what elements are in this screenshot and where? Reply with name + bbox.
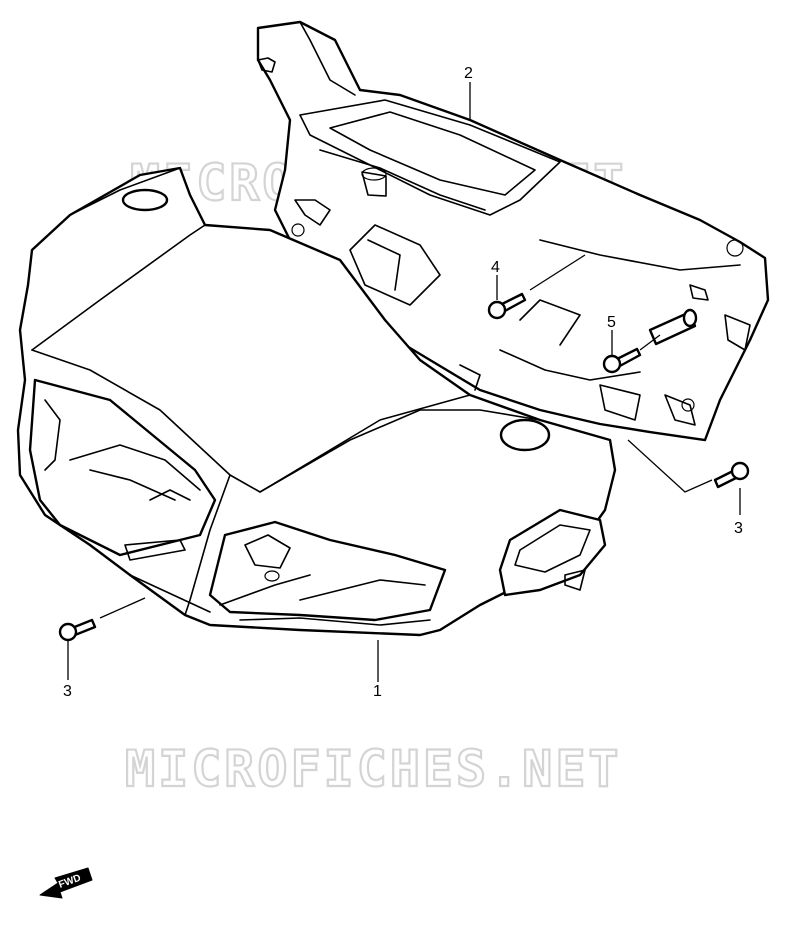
screw-3-right xyxy=(713,461,750,489)
callout-5: 5 xyxy=(607,314,616,331)
fwd-arrow-icon: FWD xyxy=(39,867,93,899)
callout-3-left: 3 xyxy=(63,683,72,700)
leader-lines xyxy=(67,82,741,682)
watermark-bottom: MICROFICHES.NET xyxy=(125,740,622,798)
part-1-front-cover xyxy=(16,166,617,637)
callout-3-right: 3 xyxy=(734,520,743,537)
screw-4 xyxy=(487,292,527,320)
callout-1: 1 xyxy=(373,683,382,700)
callout-4: 4 xyxy=(491,259,500,276)
callout-2: 2 xyxy=(464,65,473,82)
screw-3-left xyxy=(58,618,97,642)
screw-5 xyxy=(602,347,642,374)
